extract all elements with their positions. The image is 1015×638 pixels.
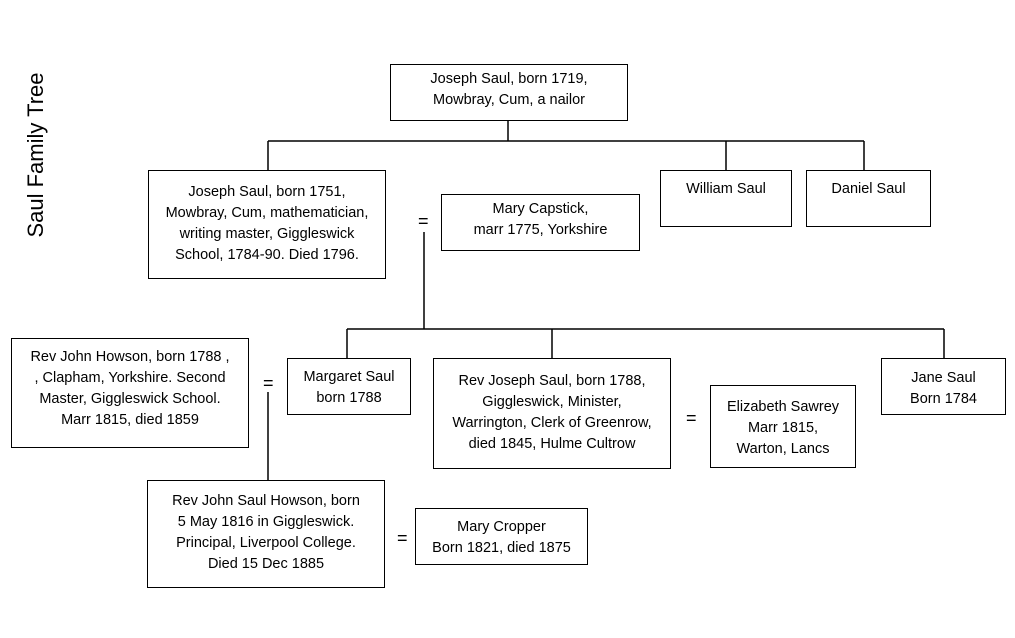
person-text: died 1845, Hulme Cultrow xyxy=(468,436,636,452)
marriage-symbol: = xyxy=(263,373,274,393)
person-joseph-saul-1719: Joseph Saul, born 1719, Mowbray, Cum, a … xyxy=(390,64,628,121)
person-daniel-saul: Daniel Saul xyxy=(806,170,931,227)
person-text: Rev John Howson, born 1788 , xyxy=(30,349,230,365)
person-john-saul-howson: Rev John Saul Howson, born 5 May 1816 in… xyxy=(147,480,385,588)
person-text: Joseph Saul, born 1751, xyxy=(188,184,346,200)
person-text: School, 1784-90. Died 1796. xyxy=(175,247,359,263)
marriage-symbol: = xyxy=(397,528,408,548)
person-text: Master, Giggleswick School. xyxy=(39,391,221,407)
person-joseph-saul-1788: Rev Joseph Saul, born 1788, Giggleswick,… xyxy=(433,358,671,469)
person-text: Mary Cropper xyxy=(457,519,546,535)
person-text: born 1788 xyxy=(316,390,382,406)
person-text: Marr 1815, died 1859 xyxy=(61,412,199,428)
person-text: Jane Saul xyxy=(911,370,976,386)
person-text: Margaret Saul xyxy=(303,369,395,385)
person-text: Born 1784 xyxy=(910,391,977,407)
person-text: Daniel Saul xyxy=(831,181,906,197)
person-william-saul: William Saul xyxy=(660,170,792,227)
person-joseph-saul-1751: Joseph Saul, born 1751, Mowbray, Cum, ma… xyxy=(148,170,386,279)
person-elizabeth-sawrey: Elizabeth Sawrey Marr 1815, Warton, Lanc… xyxy=(710,385,856,468)
person-text: marr 1775, Yorkshire xyxy=(473,222,608,238)
person-text: Died 15 Dec 1885 xyxy=(207,556,325,572)
person-text: Rev Joseph Saul, born 1788, xyxy=(458,373,646,389)
person-text: Joseph Saul, born 1719, xyxy=(430,71,588,87)
person-text: Rev John Saul Howson, born xyxy=(172,493,360,509)
person-text: 5 May 1816 in Giggleswick. xyxy=(177,514,355,530)
person-text: Mowbray, Cum, a nailor xyxy=(432,92,586,108)
person-jane-saul: Jane Saul Born 1784 xyxy=(881,358,1006,415)
marriage-symbol: = xyxy=(686,408,697,428)
person-text: Mary Capstick, xyxy=(492,201,589,217)
person-margaret-saul: Margaret Saul born 1788 xyxy=(287,358,411,415)
person-text: Warton, Lancs xyxy=(736,441,830,457)
person-text: , Clapham, Yorkshire. Second xyxy=(34,370,226,386)
person-mary-cropper: Mary Cropper Born 1821, died 1875 xyxy=(415,508,588,565)
person-text: Mowbray, Cum, mathematician, xyxy=(165,205,369,221)
person-text: Warrington, Clerk of Greenrow, xyxy=(452,415,652,431)
person-text: writing master, Giggleswick xyxy=(179,226,355,242)
person-mary-capstick: Mary Capstick, marr 1775, Yorkshire xyxy=(441,194,640,251)
person-text: Giggleswick, Minister, xyxy=(482,394,622,410)
person-text: Born 1821, died 1875 xyxy=(432,540,571,556)
person-text: William Saul xyxy=(686,181,766,197)
marriage-symbol: = xyxy=(418,211,429,231)
person-text: Principal, Liverpool College. xyxy=(176,535,356,551)
person-john-howson: Rev John Howson, born 1788 , , Clapham, … xyxy=(11,338,249,448)
person-text: Marr 1815, xyxy=(747,420,819,436)
person-text: Elizabeth Sawrey xyxy=(726,399,840,415)
